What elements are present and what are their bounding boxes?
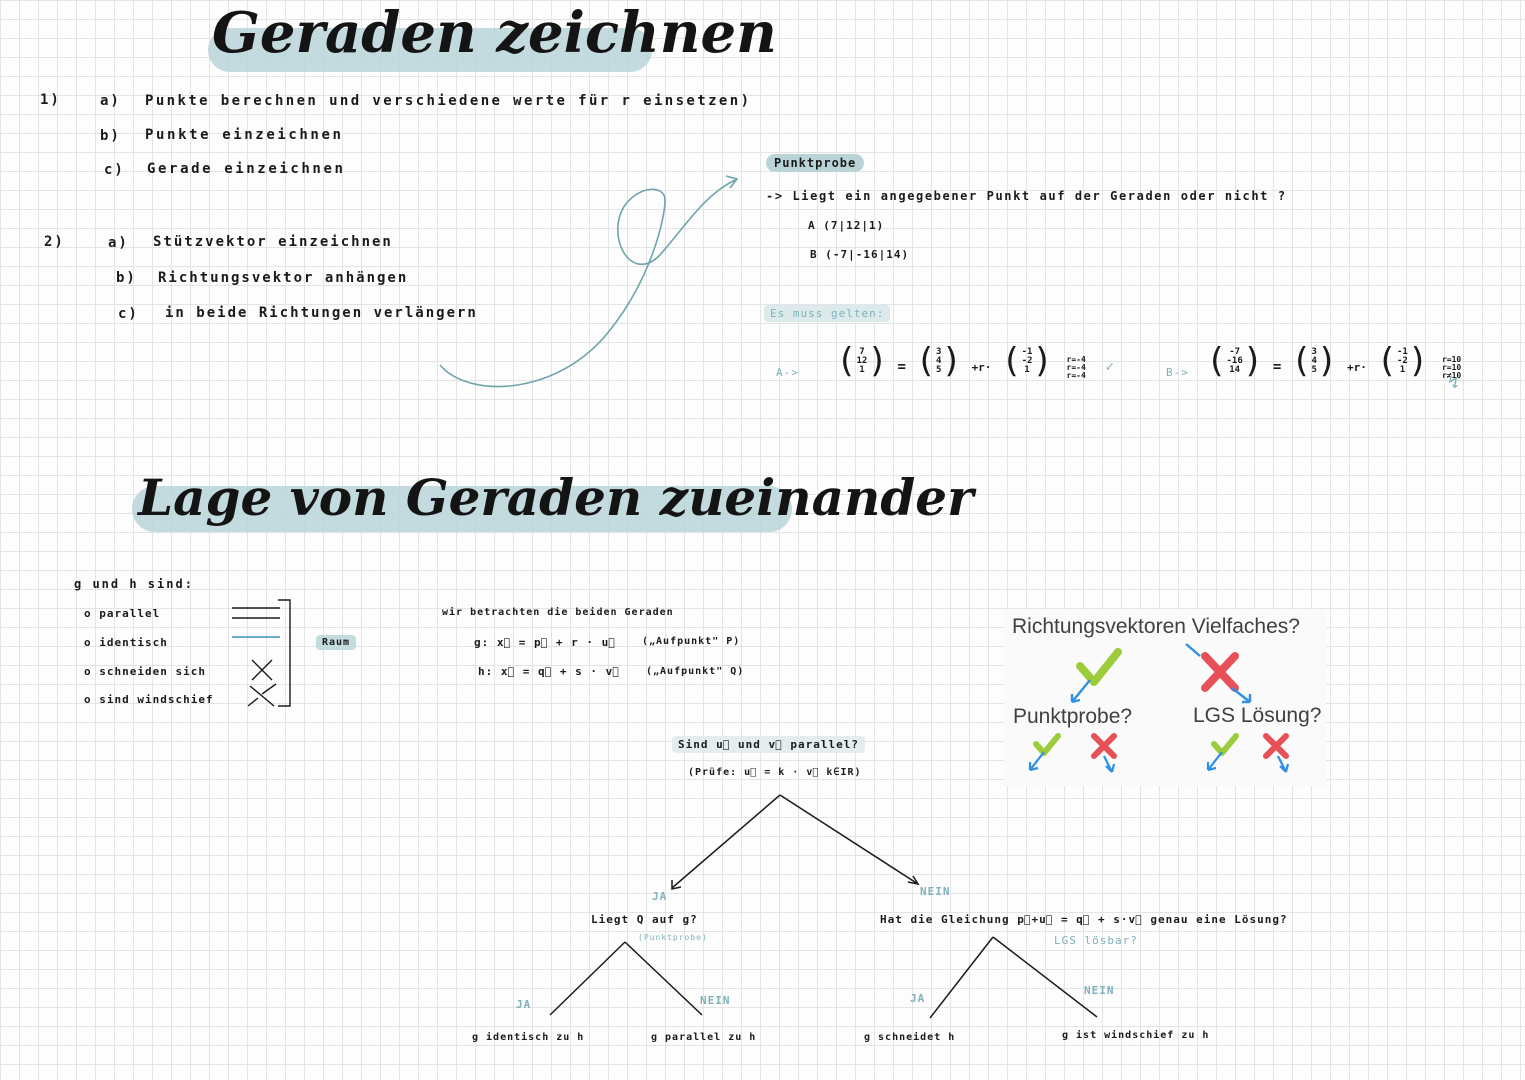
point-b: B (-7|-16|14) xyxy=(810,248,910,261)
box-right-label: LGS Lösung? xyxy=(1193,704,1322,727)
tree-edge-q-nein xyxy=(624,941,703,1016)
a-check-icon: ✓ xyxy=(1105,359,1114,375)
punktprobe-question: -> Liegt ein angegebener Punkt auf der G… xyxy=(766,189,1287,203)
intersect-line-2 xyxy=(251,659,273,681)
lage-intro: g und h sind: xyxy=(74,577,194,591)
section1-number: 1) xyxy=(40,92,61,108)
page-title: Geraden zeichnen xyxy=(212,0,777,66)
raum-label: Raum xyxy=(316,635,357,650)
must-hold-label: Es muss gelten: xyxy=(764,305,891,322)
leaf-schneidet: g schneidet h xyxy=(864,1032,956,1043)
lage-item-schneiden: o schneiden sich xyxy=(84,665,206,678)
s2-item-c-text: in beide Richtungen verlängern xyxy=(165,305,478,321)
s1-item-a-key: a) xyxy=(100,93,121,109)
tree-left-question: Liegt Q auf g? xyxy=(591,913,698,926)
tree-left-sub: (Punktprobe) xyxy=(638,933,708,942)
raum-bracket xyxy=(278,599,291,707)
tree-root-question: Sind u⃗ und v⃗ parallel? xyxy=(672,736,865,753)
tree-edge-q-ja xyxy=(549,941,626,1016)
tree-edge-root-left xyxy=(671,794,781,889)
note-g: („Aufpunkt" P) xyxy=(642,636,741,647)
a-arrow-prefix: A-> xyxy=(776,366,799,379)
s1-item-a-text: Punkte berechnen und verschiedene werte … xyxy=(145,93,752,109)
s2-item-b-key: b) xyxy=(116,270,137,286)
tree-ja-left: JA xyxy=(652,890,668,903)
s2-item-a-text: Stützvektor einzeichnen xyxy=(153,234,393,250)
s2-item-c-key: c) xyxy=(118,306,139,322)
s1-item-c-key: c) xyxy=(104,162,125,178)
skew-line-2 xyxy=(261,683,277,695)
tree-ja-rl: JA xyxy=(910,992,926,1005)
leaf-windschief: g ist windschief zu h xyxy=(1062,1030,1210,1041)
box-title: Richtungsvektoren Vielfaches? xyxy=(1012,615,1300,638)
tree-right-question: Hat die Gleichung p⃗+u⃗ = q⃗ + s·v⃗ gena… xyxy=(880,913,1288,926)
title-highlight xyxy=(208,28,652,72)
section2-number: 2) xyxy=(44,234,65,250)
s1-item-c-text: Gerade einzeichnen xyxy=(147,161,346,177)
s2-item-a-key: a) xyxy=(108,235,129,251)
leaf-parallel: g parallel zu h xyxy=(651,1032,757,1043)
decorative-arrowhead xyxy=(725,175,739,189)
tree-nein-lr: NEIN xyxy=(700,994,731,1007)
title2-highlight xyxy=(132,486,792,532)
lage-item-identisch: o identisch xyxy=(84,636,168,649)
contradiction-icon: ↯ xyxy=(1448,372,1459,393)
tree-arrow-right xyxy=(907,875,920,886)
point-a: A (7|12|1) xyxy=(808,219,885,232)
tree-edge-lgs-nein xyxy=(992,936,1098,1018)
lage-item-parallel: o parallel xyxy=(84,607,161,620)
tree-arrow-left xyxy=(671,880,682,890)
section-title-lage: Lage von Geraden zueinander xyxy=(138,468,974,527)
tree-edge-root-right xyxy=(779,794,919,885)
skew-line-3 xyxy=(247,697,259,707)
decorative-line-sketch xyxy=(439,179,736,388)
tree-edge-lgs-ja xyxy=(929,936,994,1019)
tree-right-sub: LGS lösbar? xyxy=(1054,934,1138,947)
equation-h: h: x⃗ = q⃗ + s · v⃗ xyxy=(478,665,620,678)
box-left-label: Punktprobe? xyxy=(1013,705,1133,728)
equation-g: g: x⃗ = p⃗ + r · u⃗ xyxy=(474,636,616,649)
tree-ja-ll: JA xyxy=(516,998,532,1011)
tree-nein-right: NEIN xyxy=(920,885,951,898)
note-h: („Aufpunkt" Q) xyxy=(646,666,745,677)
s2-item-b-text: Richtungsvektor anhängen xyxy=(158,270,409,286)
tree-root-sub: (Prüfe: u⃗ = k · v⃗ k∈IR) xyxy=(688,767,862,778)
punktprobe-label: Punktprobe xyxy=(766,154,865,172)
tree-nein-rr: NEIN xyxy=(1084,984,1115,997)
leaf-identisch: g identisch zu h xyxy=(472,1032,585,1043)
s1-item-b-text: Punkte einzeichnen xyxy=(145,127,344,143)
b-arrow-prefix: B-> xyxy=(1166,366,1189,379)
s1-item-b-key: b) xyxy=(100,128,121,144)
skew-line-1 xyxy=(249,685,275,707)
lage-item-windschief: o sind windschief xyxy=(84,693,214,706)
consider-text: wir betrachten die beiden Geraden xyxy=(442,607,674,618)
